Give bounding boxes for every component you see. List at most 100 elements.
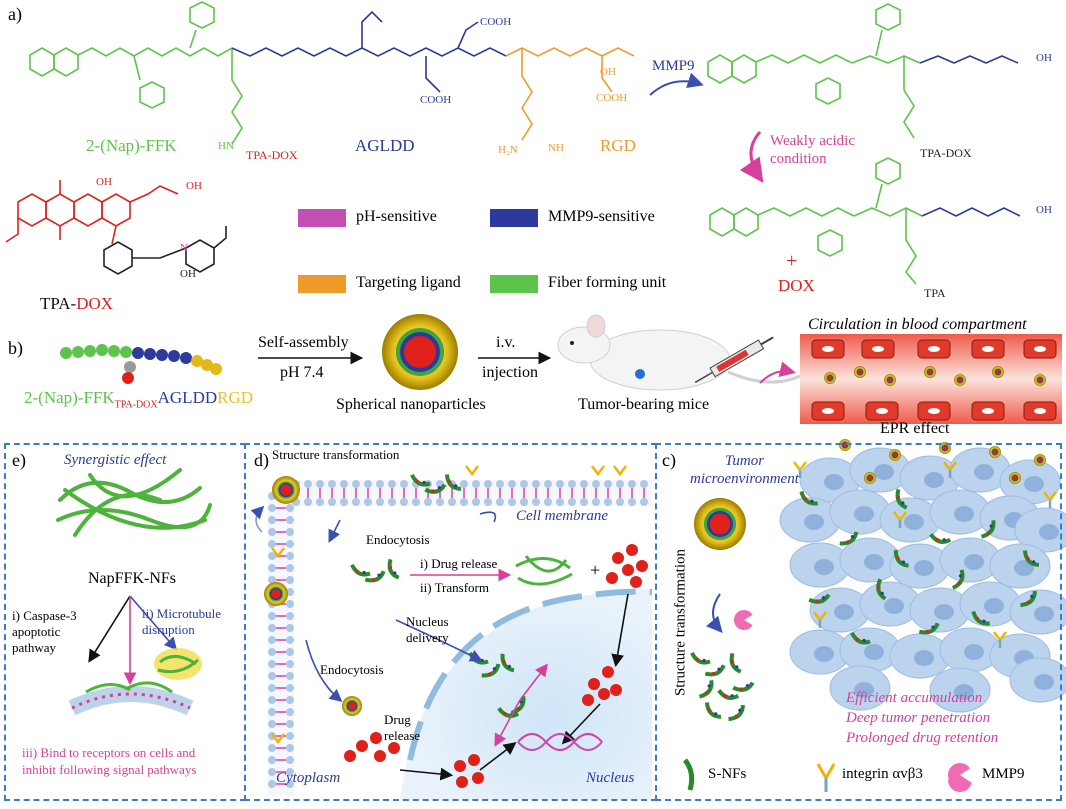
membrane-integrin [591, 465, 605, 477]
peptide-beads [60, 344, 222, 384]
tumor-cell [929, 489, 991, 535]
atom-oh-dox-2: OH [186, 180, 202, 192]
atom-oh-dox-1: OH [96, 176, 112, 188]
snf-legend-icon [683, 758, 695, 791]
nuclear-envelope [407, 588, 653, 761]
circulating-nanoparticle [884, 374, 896, 386]
s-nf-fiber [350, 563, 371, 577]
dox-molecule [636, 560, 648, 572]
s-nf-fiber [481, 663, 501, 678]
transform-label: ii) Transform [420, 580, 489, 595]
synergistic-label: Synergistic effect [64, 452, 167, 468]
red-blood-cell [917, 401, 951, 421]
panel-b-letter: b) [8, 338, 23, 358]
legend-snfs: S-NFs [708, 766, 747, 782]
tumor-cell [779, 497, 841, 543]
tumor-cell [889, 633, 951, 679]
legend-mmp9-label: MMP9-sensitive [548, 208, 655, 225]
s-nf-fiber [918, 622, 940, 635]
s-nf-fiber [850, 631, 871, 645]
atom-oh: OH [600, 66, 616, 78]
legend-ligand-label: Targeting ligand [356, 274, 461, 291]
tpa-dox-suffix: DOX [76, 294, 114, 313]
atom-hn-1: HN [218, 140, 234, 152]
tumor-tissue [779, 439, 1066, 713]
ph-label: pH 7.4 [280, 364, 324, 381]
panel-c-left-drawings [690, 498, 755, 722]
asp-chain-2 [457, 21, 479, 49]
integrin-receptor [793, 461, 807, 478]
drug-release-1-label: i) Drug release [420, 556, 498, 571]
membrane-integrin [271, 733, 285, 745]
injection-label: injection [482, 364, 538, 381]
s-nf-fiber [444, 474, 462, 491]
atom-h2n: H₂N [498, 144, 518, 156]
panel-d-border [244, 443, 657, 801]
arrow-microtubule [129, 595, 178, 651]
blood-compartment [800, 334, 1062, 424]
tpa-dox-title: TPA-DOX [40, 294, 113, 314]
tumor-cell [829, 489, 891, 535]
product-tpa-dox-label: TPA-DOX [920, 146, 972, 160]
panel-d-drawings [250, 465, 653, 800]
tumor-nanoparticle [989, 446, 1001, 458]
dox-label: DOX [778, 276, 815, 295]
tumor-cell [799, 457, 861, 503]
tumor-nanoparticle [864, 472, 876, 484]
caspase-label: i) Caspase-3 apoptotic pathway [12, 608, 77, 655]
dox-molecule [370, 732, 382, 744]
plus-d: + [590, 560, 601, 580]
s-nf-fiber [704, 702, 722, 719]
dox-molecule [626, 544, 638, 556]
atom-cooh-1: COOH [480, 16, 512, 28]
arginine-chain [521, 48, 533, 141]
dox-molecule [582, 694, 594, 706]
cell-membrane-label: Cell membrane [516, 508, 609, 524]
tpa-dox-link-label: TPA-DOX [246, 148, 298, 162]
tpa-dox-prefix: TPA- [40, 294, 77, 313]
dox-molecule [454, 760, 466, 772]
dox-molecule [456, 776, 468, 788]
spherical-nanoparticle [382, 314, 458, 390]
legend-mmp9: MMP9 [982, 766, 1025, 782]
ffk-backbone [77, 47, 233, 57]
product-molecule-1 [707, 3, 1019, 139]
s-nf-fiber [929, 533, 952, 544]
s-nf-fiber [808, 593, 831, 604]
s-nf-fiber [500, 653, 515, 673]
product-tpa-label: TPA [924, 286, 946, 300]
rgd-label: RGD [600, 136, 636, 155]
red-blood-cell [971, 401, 1005, 421]
seq-rgd: RGD [217, 388, 254, 407]
panel-e-letter: e) [12, 450, 26, 470]
agldd-backbone [231, 47, 507, 57]
tumor-cell [859, 581, 921, 627]
circulating-nanoparticle [1034, 374, 1046, 386]
dox-molecule [630, 576, 642, 588]
dna-helix [517, 733, 603, 751]
acidic-arrow [739, 130, 764, 183]
asp-chain-1 [425, 56, 441, 93]
legend-swatch-fiber [490, 275, 538, 293]
entering-nanoparticle-1 [272, 476, 300, 504]
atom-nh: NH [548, 142, 564, 154]
nucleus-body [400, 588, 652, 800]
s-nf-fiber [893, 550, 909, 568]
dox-molecule [374, 750, 386, 762]
tumor-cell [1009, 589, 1066, 635]
tumor-nanoparticle [939, 442, 951, 454]
product-molecule-2 [709, 157, 1021, 285]
circulation-label: Circulation in blood compartment [808, 316, 1027, 333]
phe-ring-1 [133, 55, 165, 109]
red-blood-cell [861, 339, 895, 359]
arrow-caspase [88, 595, 131, 663]
circulating-nanoparticle [824, 372, 836, 384]
s-nf-fiber [424, 483, 447, 494]
integrin-receptor [1043, 491, 1057, 508]
legend-fiber-label: Fiber forming unit [548, 274, 667, 291]
dox-molecule [598, 688, 610, 700]
naphthalene-ring [29, 47, 79, 77]
s-nf-fiber [387, 558, 400, 580]
membrane-top [290, 480, 652, 506]
legend-swatch-mmp9 [490, 209, 538, 227]
